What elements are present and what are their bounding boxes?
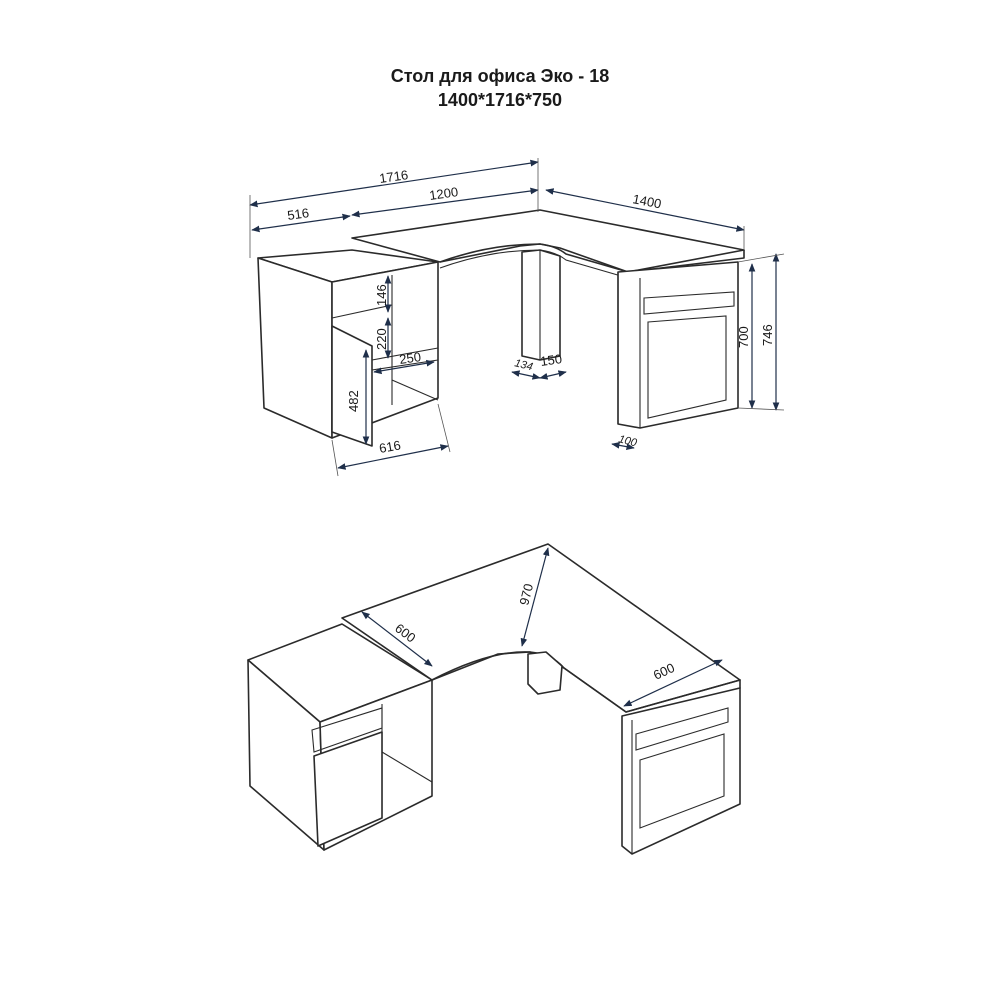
dim-970: 970 [516, 582, 536, 607]
pedestal-shelf-1 [331, 304, 393, 319]
dim-100: 100 [617, 433, 639, 449]
dim-150: 150 [539, 351, 563, 369]
dim-746: 746 [760, 324, 775, 346]
frame-opening [647, 315, 727, 419]
dim-line-1200 [351, 187, 539, 218]
title-overall-size: 1400*1716*750 [437, 90, 563, 110]
central-leg [521, 249, 561, 361]
dim-250: 250 [398, 349, 422, 367]
right-frame-leg [617, 261, 739, 429]
frame-top-rail [643, 291, 735, 315]
dim-1200: 1200 [428, 184, 459, 203]
pedestal-side [257, 257, 333, 439]
dim-line-1400 [545, 188, 745, 232]
pedestal-drawer-2 [311, 707, 383, 753]
dim-482: 482 [346, 390, 361, 412]
pedestal-shelf-2 [371, 347, 439, 361]
dim-616: 616 [378, 437, 402, 456]
title-product-name: Стол для офиса Эко - 18 [390, 66, 610, 86]
central-leg-2 [527, 651, 563, 695]
dim-700: 700 [736, 326, 751, 348]
top-view-desk: 1716 516 1200 1400 146 220 250 482 616 1… [249, 158, 785, 477]
dim-220: 220 [374, 328, 389, 350]
drawing-title: Стол для офиса Эко - 18 1400*1716*750 [0, 64, 1000, 112]
pedestal-niche-floor [391, 379, 439, 401]
dim-line-1716 [249, 159, 539, 208]
tabletop-front-curve [439, 243, 745, 273]
dim-1400: 1400 [631, 191, 662, 211]
dim-line-516 [251, 213, 351, 233]
dim-516: 516 [286, 205, 310, 223]
dim-134: 134 [513, 357, 534, 373]
dim-146: 146 [374, 284, 389, 306]
dim-1716: 1716 [378, 167, 409, 186]
bottom-view-desk: 600 970 600 [247, 543, 741, 855]
pedestal-door-2 [313, 731, 383, 847]
